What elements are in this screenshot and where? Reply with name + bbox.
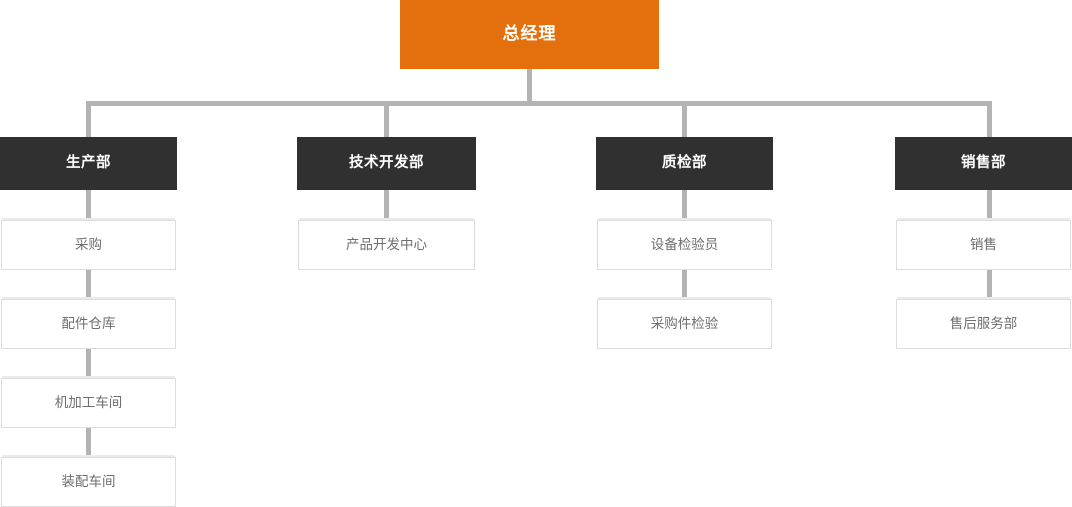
node-assembly-workshop[interactable]: 装配车间 (1, 457, 176, 507)
node-label: 配件仓库 (61, 315, 116, 332)
node-parts-warehouse[interactable]: 配件仓库 (1, 299, 176, 349)
connector-link-production-2 (86, 268, 91, 301)
node-sales[interactable]: 销售 (896, 220, 1071, 270)
node-machining-workshop[interactable]: 机加工车间 (1, 378, 176, 428)
node-equipment-inspector[interactable]: 设备检验员 (597, 220, 772, 270)
node-quality-department[interactable]: 质检部 (596, 137, 773, 190)
node-tech-dev-department[interactable]: 技术开发部 (297, 137, 476, 190)
node-product-development-center[interactable]: 产品开发中心 (298, 220, 475, 270)
connector-root-stem (527, 69, 532, 103)
node-label: 总经理 (502, 24, 557, 45)
node-label: 装配车间 (61, 473, 116, 490)
node-purchased-parts-inspection[interactable]: 采购件检验 (597, 299, 772, 349)
node-label: 机加工车间 (54, 394, 123, 411)
node-label: 采购件检验 (650, 315, 719, 332)
node-label: 生产部 (66, 154, 111, 171)
node-label: 采购 (75, 236, 102, 253)
node-general-manager[interactable]: 总经理 (400, 0, 659, 69)
connector-drop-tech-dev (384, 101, 389, 138)
connector-link-sales-2 (987, 268, 992, 301)
connector-link-quality-2 (682, 268, 687, 301)
connector-link-production-3 (86, 347, 91, 380)
connector-drop-quality (682, 101, 687, 138)
node-label: 产品开发中心 (346, 236, 427, 253)
connector-link-quality-1 (682, 189, 687, 222)
node-sales-department[interactable]: 销售部 (895, 137, 1072, 190)
node-procurement[interactable]: 采购 (1, 220, 176, 270)
node-label: 销售 (970, 236, 997, 253)
connector-horizontal-bus (86, 101, 992, 106)
connector-drop-production (86, 101, 91, 138)
connector-link-tech-dev-1 (384, 189, 389, 222)
node-label: 技术开发部 (349, 154, 424, 171)
node-after-sales-service[interactable]: 售后服务部 (896, 299, 1071, 349)
node-label: 质检部 (662, 154, 707, 171)
node-label: 销售部 (961, 154, 1006, 171)
node-label: 售后服务部 (949, 315, 1018, 332)
connector-link-production-4 (86, 426, 91, 459)
node-label: 设备检验员 (650, 236, 719, 253)
node-production-department[interactable]: 生产部 (0, 137, 177, 190)
connector-link-production-1 (86, 189, 91, 222)
connector-link-sales-1 (987, 189, 992, 222)
connector-drop-sales (987, 101, 992, 138)
